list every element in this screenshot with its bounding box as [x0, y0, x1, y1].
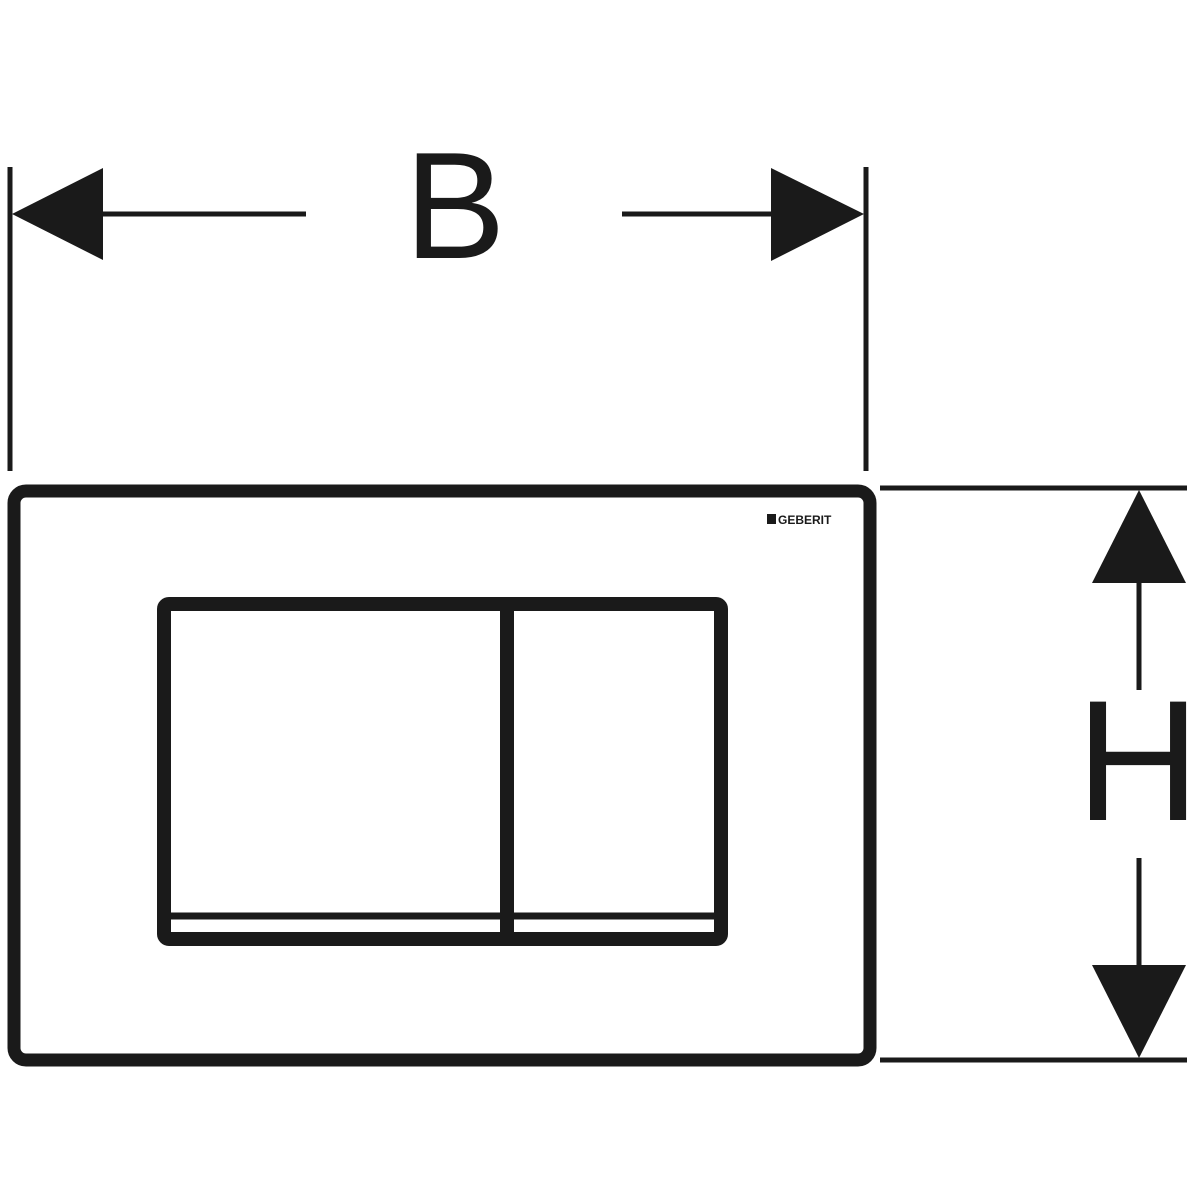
height-dimension: H — [880, 485, 1200, 1063]
flush-button-frame — [157, 597, 728, 946]
arrow-up-icon — [1092, 490, 1186, 583]
brand-logo: GEBERIT — [767, 513, 832, 527]
brand-label: GEBERIT — [778, 513, 832, 527]
small-flush-button[interactable] — [514, 611, 714, 911]
width-dimension: B — [7, 121, 869, 471]
arrow-left-icon — [12, 168, 103, 260]
width-label: B — [404, 121, 505, 291]
height-label: H — [1076, 665, 1200, 857]
large-flush-button[interactable] — [171, 611, 500, 911]
arrow-right-icon — [771, 168, 864, 261]
arrow-down-icon — [1092, 965, 1186, 1058]
button-frame-outline — [157, 597, 728, 946]
square-logo-icon — [767, 514, 776, 524]
